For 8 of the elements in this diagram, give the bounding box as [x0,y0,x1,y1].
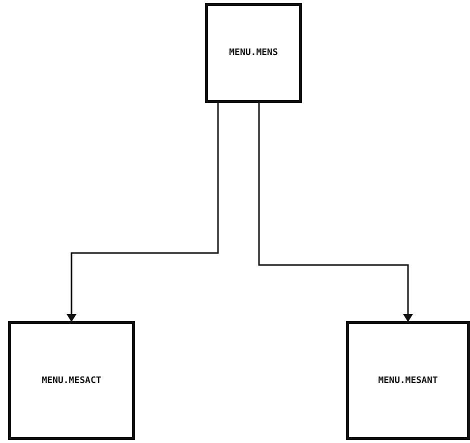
process-box [8,321,135,440]
arrow [258,103,413,322]
box-label: MENU.MENS [229,48,278,58]
box-label: MENU.MESACT [42,376,102,386]
arrow [66,103,219,322]
process-box [346,321,470,440]
process-box [205,3,302,103]
box-label: MENU.MESANT [378,376,438,386]
